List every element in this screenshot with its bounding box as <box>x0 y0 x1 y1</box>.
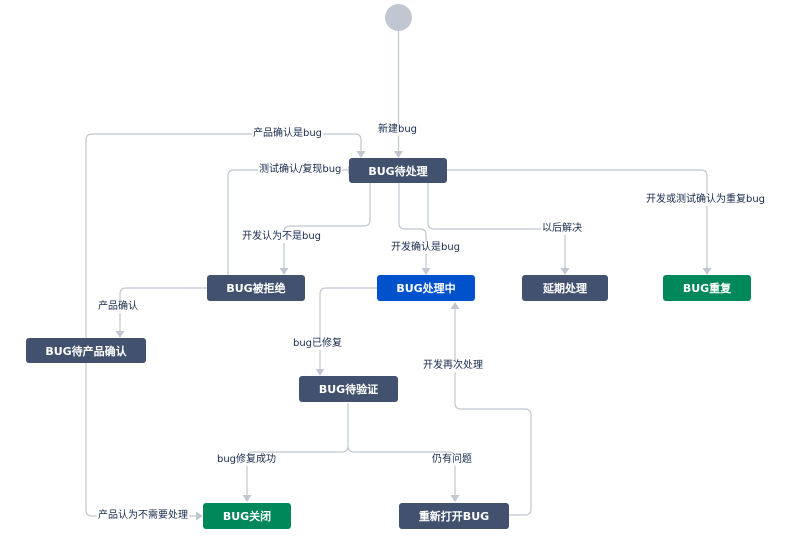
arrowhead <box>196 511 203 521</box>
status-bug-rejected[interactable]: BUG被拒绝 <box>207 275 305 301</box>
transition-label-fix-success: bug修复成功 <box>216 454 278 466</box>
transition-label-dev-not-bug: 开发认为不是bug <box>241 231 323 243</box>
status-bug-verify[interactable]: BUG待验证 <box>299 376 398 402</box>
edge-product-confirms-bug <box>85 133 362 338</box>
edge-test-confirm-reproduce <box>227 169 349 275</box>
arrowhead <box>315 369 325 376</box>
status-bug-pending[interactable]: BUG待处理 <box>349 158 447 183</box>
transition-label-product-no-action: 产品认为不需要处理 <box>97 510 189 522</box>
edge-fix-success <box>246 403 349 496</box>
edge-bug-fixed <box>319 287 377 370</box>
edge-product-confirm <box>119 287 207 332</box>
transition-label-product-confirm: 产品确认 <box>97 301 139 313</box>
transition-label-resolve-later: 以后解决 <box>541 223 583 235</box>
edge-dev-not-bug <box>283 183 371 269</box>
transition-label-still-issue: 仍有问题 <box>431 454 473 466</box>
arrowhead <box>560 268 570 275</box>
transition-label-duplicate-bug: 开发或测试确认为重复bug <box>645 194 767 206</box>
arrowhead <box>450 495 460 502</box>
transition-label-bug-fixed: bug已修复 <box>292 338 344 350</box>
start-node[interactable] <box>385 4 412 31</box>
status-bug-product-confirm[interactable]: BUG待产品确认 <box>26 338 146 363</box>
arrowhead <box>242 495 252 502</box>
transition-label-dev-confirms-bug: 开发确认是bug <box>390 242 462 254</box>
edge-product-no-action <box>85 362 197 517</box>
arrowhead <box>279 268 289 275</box>
transition-label-test-confirm-reproduce: 测试确认/复现bug <box>258 164 343 176</box>
arrowhead <box>702 268 712 275</box>
status-bug-duplicate[interactable]: BUG重复 <box>663 275 751 301</box>
transition-label-new-bug: 新建bug <box>377 124 419 136</box>
edge-dev-confirms-bug <box>398 183 427 269</box>
edge-dev-reprocess <box>454 308 532 516</box>
status-deferred[interactable]: 延期处理 <box>522 275 608 301</box>
transition-label-product-confirms-bug: 产品确认是bug <box>252 128 324 140</box>
arrowhead <box>421 268 431 275</box>
edge-duplicate-bug <box>447 169 708 269</box>
status-bug-in-progress[interactable]: BUG处理中 <box>377 275 475 301</box>
arrowhead <box>356 151 366 158</box>
status-bug-reopened[interactable]: 重新打开BUG <box>399 503 509 529</box>
arrowhead <box>115 331 125 338</box>
status-bug-closed[interactable]: BUG关闭 <box>203 503 291 529</box>
arrowhead <box>450 302 460 309</box>
arrowhead <box>394 151 403 158</box>
transition-label-dev-reprocess: 开发再次处理 <box>422 360 484 372</box>
